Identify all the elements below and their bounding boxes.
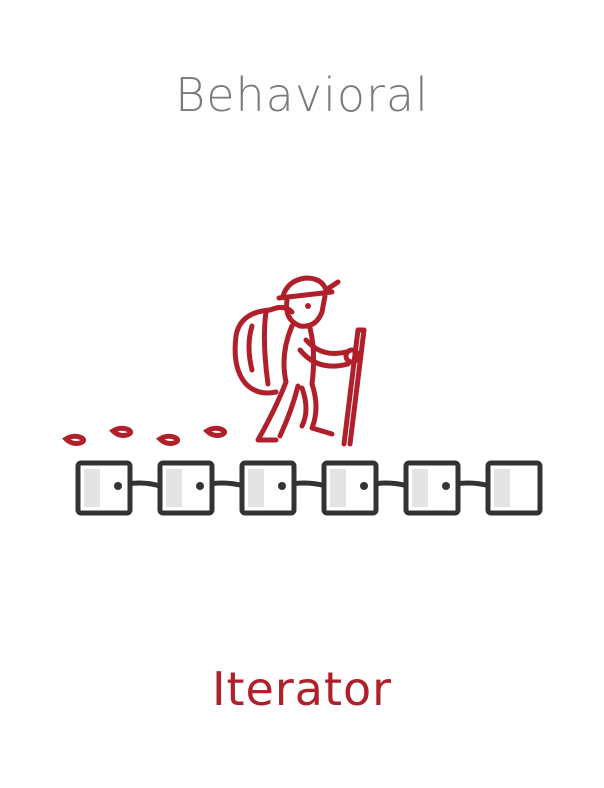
linked-square-node-icon [321,460,379,516]
footprint-icon [156,433,181,446]
hiker-with-backpack-and-walking-stick-icon [232,275,367,447]
linked-square-node-icon [485,460,543,516]
footprint-icon [109,425,134,438]
linked-square-node-icon [157,460,215,516]
footprint-icon [62,433,87,446]
footprints [62,425,228,446]
linked-node-chain [75,460,543,516]
footprint-icon [203,425,228,438]
category-title: Behavioral [175,68,429,122]
linked-square-node-icon [403,460,461,516]
linked-square-node-icon [75,460,133,516]
linked-square-node-icon [239,460,297,516]
pattern-name: Iterator [211,662,393,716]
